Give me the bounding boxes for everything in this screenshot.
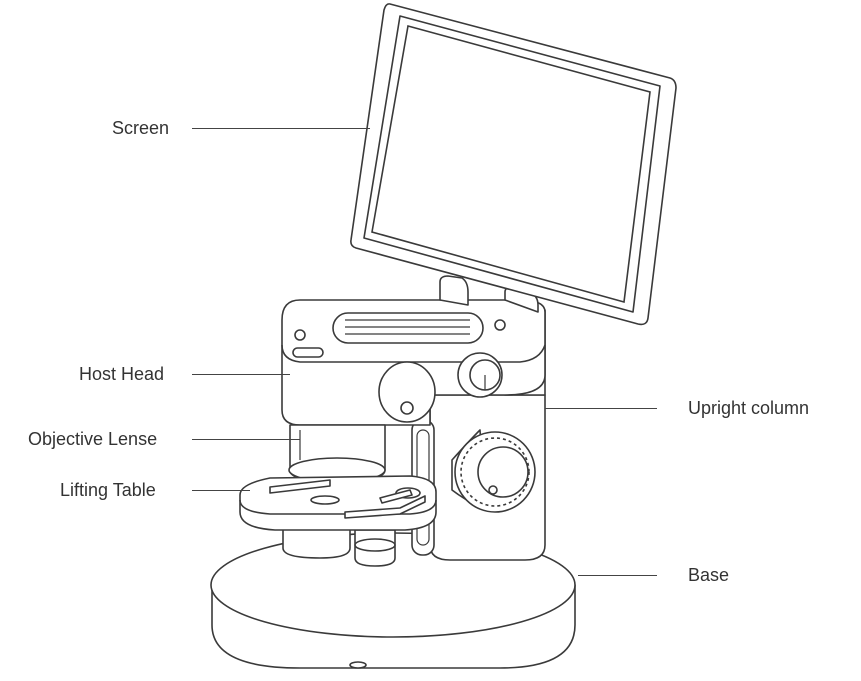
label-lifting-table: Lifting Table <box>60 480 156 500</box>
label-host-head: Host Head <box>79 364 165 384</box>
focus-knob <box>451 429 536 513</box>
label-objective-lense: Objective Lense <box>28 429 158 449</box>
base-leader-line <box>578 575 657 576</box>
screen-part <box>350 3 677 326</box>
host-head-leader-line <box>192 374 290 375</box>
host-head-part <box>281 299 546 426</box>
objective-lense-part <box>288 424 386 483</box>
upright-column-leader-line <box>545 408 657 409</box>
label-upright-column: Upright column <box>688 398 810 418</box>
screen-leader-line <box>192 128 370 129</box>
label-base: Base <box>688 565 730 585</box>
lifting-table-leader-line <box>192 490 250 491</box>
label-screen: Screen <box>112 118 170 138</box>
lifting-table-part <box>239 475 437 531</box>
objective-lense-leader-line <box>192 439 300 440</box>
